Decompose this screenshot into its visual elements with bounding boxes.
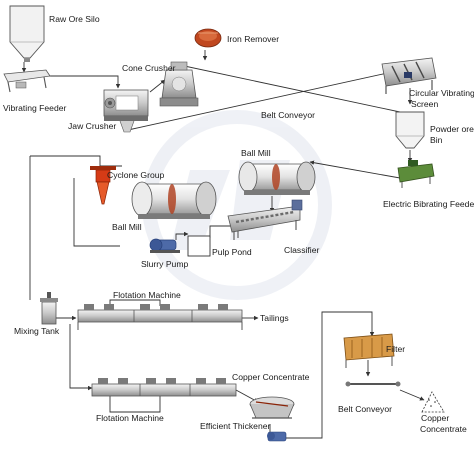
flow-line-pond-to-cyclone bbox=[209, 225, 238, 238]
jaw-crusher-icon bbox=[103, 89, 149, 133]
flow-line-cyclone-return bbox=[73, 178, 120, 247]
thickener-pump-icon bbox=[267, 431, 287, 442]
label-efficient-thickener: Efficient Thickener bbox=[200, 421, 271, 431]
label-tailings: Tailings bbox=[260, 313, 289, 323]
label-powder-ore-bin-line1: Powder ore bbox=[430, 124, 474, 134]
slurry-pump-icon bbox=[149, 238, 180, 253]
label-copper-concentrate-line2: Concentrate bbox=[420, 424, 467, 434]
raw-ore-silo-icon bbox=[9, 5, 45, 62]
filter-icon bbox=[343, 333, 395, 368]
label-electric-vibrating-feeder: Electric Bibrating Feeder bbox=[383, 199, 474, 209]
flotation-machine-top-icon bbox=[77, 304, 243, 330]
pulp-pond-icon bbox=[187, 235, 211, 257]
label-copper-concentrate-mid: Copper Concentrate bbox=[232, 372, 310, 382]
electric-vibrating-feeder-icon bbox=[397, 160, 435, 188]
flow-line-pump-to-filter bbox=[300, 311, 375, 439]
label-pulp-pond: Pulp Pond bbox=[212, 247, 252, 257]
flow-line-top-to-cyclone bbox=[30, 155, 101, 166]
flow-line-recycle-top bbox=[109, 299, 161, 306]
label-powder-ore-bin-line2: Bin bbox=[430, 135, 443, 145]
label-cone-crusher: Cone Crusher bbox=[122, 63, 176, 73]
flow-line-jaw-to-cone bbox=[149, 79, 166, 93]
vibrating-feeder-icon bbox=[3, 69, 51, 93]
flotation-machine-bottom-icon bbox=[91, 378, 237, 397]
ball-mill-top-icon bbox=[238, 161, 316, 195]
flow-line-feeder-to-mill bbox=[309, 160, 401, 179]
efficient-thickener-icon bbox=[249, 396, 295, 419]
powder-ore-bin-icon bbox=[395, 111, 425, 149]
label-slurry-pump: Slurry Pump bbox=[141, 259, 189, 269]
label-cyclone-group: Cyclone Group bbox=[107, 170, 165, 180]
flow-lines bbox=[21, 50, 425, 439]
label-flotation-machine-top: Flotation Machine bbox=[113, 290, 181, 300]
cyclone-group-icon bbox=[90, 166, 116, 205]
label-flotation-machine-bottom: Flotation Machine bbox=[96, 413, 164, 423]
label-iron-remover: Iron Remover bbox=[227, 34, 280, 44]
flow-line-pump-to-pond bbox=[175, 231, 189, 240]
label-belt-conveyor-bottom: Belt Conveyor bbox=[338, 404, 392, 414]
iron-remover-icon bbox=[194, 28, 222, 48]
label-circular-vibrating-screen-line2: Screen bbox=[411, 99, 439, 109]
flow-line-concentrate-drop bbox=[69, 324, 93, 391]
circular-vibrating-screen-icon bbox=[381, 57, 437, 94]
label-ball-mill-top: Ball Mill bbox=[241, 148, 271, 158]
flow-line-feeder-to-jaw bbox=[46, 75, 121, 89]
label-copper-concentrate-line1: Copper bbox=[421, 413, 450, 423]
label-mixing-tank: Mixing Tank bbox=[14, 326, 60, 336]
label-classifier: Classifier bbox=[284, 245, 320, 255]
belt-conveyor-bottom-icon bbox=[345, 381, 401, 387]
label-circular-vibrating-screen-line1: Circular Vibrating bbox=[409, 88, 474, 98]
flow-line-belt-cross-a bbox=[127, 71, 393, 131]
classifier-icon bbox=[227, 199, 303, 240]
flow-line-belt-to-product bbox=[399, 389, 425, 401]
label-filter: Filter bbox=[386, 344, 406, 354]
cone-crusher-icon bbox=[159, 61, 199, 107]
label-belt-conveyor-top: Belt Conveyor bbox=[261, 110, 315, 120]
label-ball-mill-left: Ball Mill bbox=[112, 222, 142, 232]
flow-line-belt-cross-b bbox=[174, 63, 401, 113]
label-jaw-crusher: Jaw Crusher bbox=[68, 121, 117, 131]
copper-concentrate-pile-icon bbox=[421, 391, 445, 413]
mixing-tank-icon bbox=[40, 292, 58, 325]
label-raw-ore-silo: Raw Ore Silo bbox=[49, 14, 100, 24]
label-vibrating-feeder: Vibrating Feeder bbox=[3, 103, 67, 113]
flow-line-recycle-bottom bbox=[109, 394, 161, 413]
ball-mill-left-icon bbox=[131, 181, 217, 219]
